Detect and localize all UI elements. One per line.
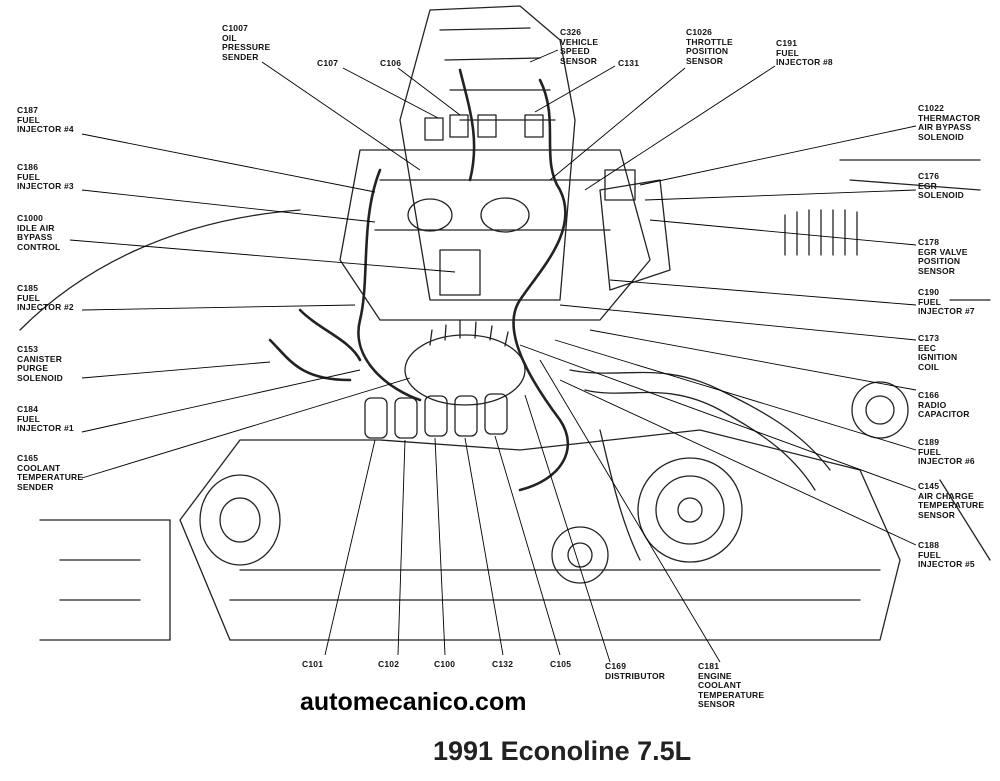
label-c106: C106 (380, 58, 402, 68)
label-c1022: C1022 THERMACTOR AIR BYPASS SOLENOID (918, 103, 981, 142)
intake-tower (399, 5, 576, 301)
label-c1007: C1007 OIL PRESSURE SENDER (222, 23, 271, 62)
label-c107: C107 (317, 58, 339, 68)
radiator-fins (784, 209, 858, 256)
site-watermark-text: automecanico.com (300, 688, 527, 716)
label-c190: C190 FUEL INJECTOR #7 (918, 287, 975, 316)
pulley (637, 457, 743, 563)
label-c100: C100 (434, 659, 456, 669)
label-c1026: C1026 THROTTLE POSITION SENSOR (686, 27, 733, 66)
label-c326: C326 VEHICLE SPEED SENSOR (560, 27, 599, 66)
label-c186: C186 FUEL INJECTOR #3 (17, 162, 74, 191)
label-c1000: C1000 IDLE AIR BYPASS CONTROL (17, 213, 61, 252)
label-c191: C191 FUEL INJECTOR #8 (776, 38, 833, 67)
radiator-cap (851, 381, 909, 439)
label-c184: C184 FUEL INJECTOR #1 (17, 404, 74, 433)
plenum (339, 149, 651, 321)
label-c153: C153 CANISTER PURGE SOLENOID (17, 344, 63, 383)
label-c132: C132 (492, 659, 514, 669)
distributor-cap (404, 334, 526, 406)
label-c178: C178 EGR VALVE POSITION SENSOR (918, 237, 968, 276)
label-c102: C102 (378, 659, 400, 669)
label-c165: C165 COOLANT TEMPERATURE SENDER (17, 453, 84, 492)
label-c105: C105 (550, 659, 572, 669)
label-c187: C187 FUEL INJECTOR #4 (17, 105, 74, 134)
label-c185: C185 FUEL INJECTOR #2 (17, 283, 74, 312)
label-c101: C101 (302, 659, 324, 669)
label-c188: C188 FUEL INJECTOR #5 (918, 540, 975, 569)
label-c176: C176 EGR SOLENOID (918, 171, 964, 200)
diagram-title: 1991 Econoline 7.5L (433, 736, 692, 766)
label-c169: C169 DISTRIBUTOR (605, 661, 666, 681)
egr-valve (599, 179, 671, 291)
coil-row (364, 393, 508, 439)
label-c131: C131 (618, 58, 640, 68)
label-c166: C166 RADIO CAPACITOR (918, 390, 970, 419)
throttle-body (407, 198, 453, 232)
leader-lines (69, 49, 917, 663)
label-c181: C181 ENGINE COOLANT TEMPERATURE SENSOR (698, 661, 765, 709)
label-c145: C145 AIR CHARGE TEMPERATURE SENSOR (918, 481, 985, 520)
label-c189: C189 FUEL INJECTOR #6 (918, 437, 975, 466)
wiring-harness (357, 168, 422, 402)
label-c173: C173 EEC IGNITION COIL (918, 333, 958, 372)
